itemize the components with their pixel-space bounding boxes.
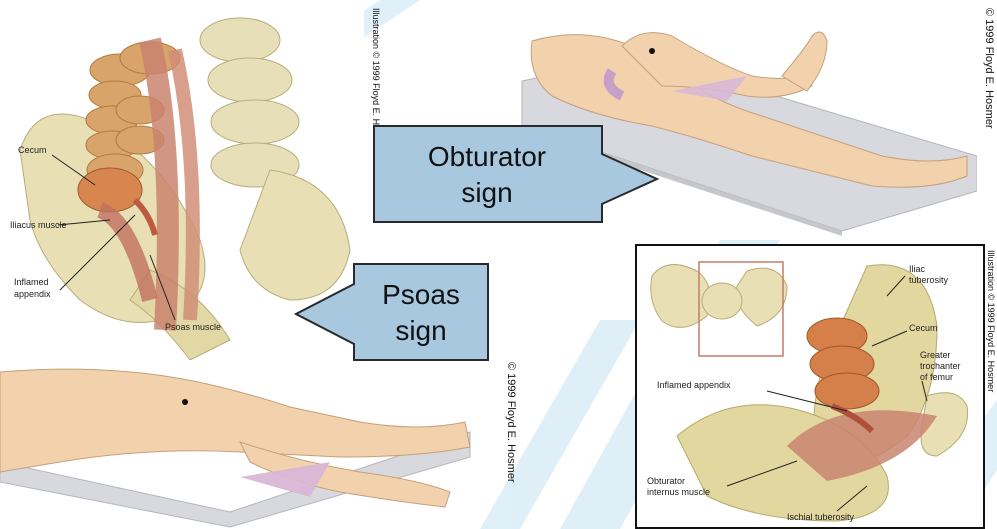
obturator-sign-arrow: Obturator sign bbox=[372, 124, 662, 224]
label-iliacus-muscle: Iliacus muscle bbox=[10, 220, 67, 230]
label-trochanter-line1: Greater bbox=[920, 350, 951, 360]
credit-psoas-panel: © 1999 Floyd E. Hosmer bbox=[505, 362, 517, 483]
psoas-patient-panel bbox=[0, 362, 480, 529]
psoas-patient-illustration bbox=[0, 362, 480, 529]
psoas-sign-label-line2: sign bbox=[395, 315, 446, 346]
label-obturator-line2: internus muscle bbox=[647, 487, 710, 497]
credit-anatomy-right: Illustration © 1999 Floyd E. Hosmer bbox=[986, 250, 996, 392]
label-ischial-tuberosity: Ischial tuberosity bbox=[787, 512, 855, 522]
label-inflamed-appendix-line2: appendix bbox=[14, 289, 51, 299]
label-inflamed-appendix-line1: Inflamed bbox=[14, 277, 49, 287]
psoas-sign-label-line1: Psoas bbox=[382, 279, 460, 310]
label-trochanter-line3: of femur bbox=[920, 372, 953, 382]
label-cecum-right: Cecum bbox=[909, 323, 938, 333]
psoas-navel-marker bbox=[182, 399, 188, 405]
anatomy-right-illustration: Iliac tuberosity Cecum Greater trochante… bbox=[637, 246, 983, 527]
obturator-sign-label-line1: Obturator bbox=[428, 141, 546, 172]
label-inflamed-appendix-right: Inflamed appendix bbox=[657, 380, 731, 390]
credit-obturator-panel: © 1999 Floyd E. Hosmer bbox=[983, 8, 995, 129]
navel-marker bbox=[649, 48, 655, 54]
label-iliac-line2: tuberosity bbox=[909, 275, 949, 285]
anatomy-right-panel: Iliac tuberosity Cecum Greater trochante… bbox=[635, 244, 985, 529]
label-psoas-muscle: Psoas muscle bbox=[165, 322, 221, 332]
label-cecum: Cecum bbox=[18, 145, 47, 155]
obturator-sign-label-line2: sign bbox=[461, 177, 512, 208]
label-trochanter-line2: trochanter bbox=[920, 361, 961, 371]
label-obturator-line1: Obturator bbox=[647, 476, 685, 486]
label-iliac-line1: Iliac bbox=[909, 264, 926, 274]
psoas-sign-arrow: Psoas sign bbox=[294, 262, 490, 362]
